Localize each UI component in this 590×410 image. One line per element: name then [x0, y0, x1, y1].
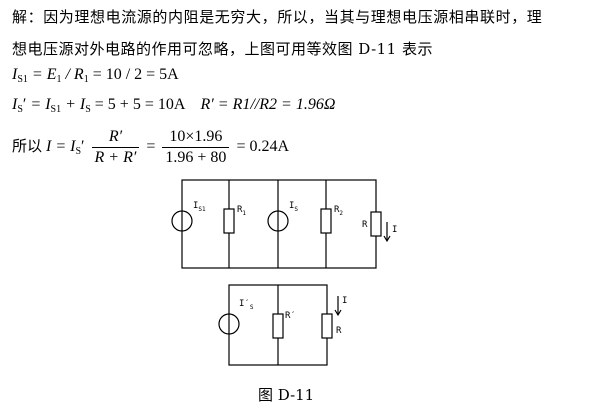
- resistor-r2-icon: [320, 208, 332, 234]
- eq3-equals: =: [146, 138, 156, 156]
- eq3-result: = 0.24A: [236, 138, 290, 156]
- label-r: R: [362, 220, 368, 230]
- current-arrow-2-icon: [334, 309, 342, 317]
- eq3-prefix: 所以: [12, 137, 43, 156]
- label-is-prime: I′S: [239, 299, 254, 311]
- resistor-r-icon: [370, 211, 382, 237]
- eq3-lhs-sub: S: [75, 146, 82, 158]
- circuit-2: [218, 284, 342, 366]
- equation-1: IS1 = E1 / R1 = 10 / 2 = 5A: [12, 66, 179, 85]
- circuit-1: [171, 179, 391, 269]
- eq2-d: R′ = R1//R2 = 1.96Ω: [200, 96, 336, 113]
- eq3-prime: ′: [81, 138, 85, 156]
- eq3-fraction-2: 10×1.96 1.96 + 80: [162, 128, 230, 167]
- eq3-frac1-numerator: R′: [91, 128, 140, 148]
- figure-caption: 图 D-11: [258, 386, 315, 404]
- eq1-lhs-sub: S1: [17, 74, 28, 85]
- eq3-lhs: I = I: [46, 138, 76, 156]
- label-current-2: I: [342, 296, 347, 306]
- label-is1: IS1: [193, 201, 206, 213]
- eq2-a-sub: S1: [50, 104, 62, 115]
- eq2-a: = I: [30, 96, 51, 113]
- eq3-frac1-denominator: R + R′: [94, 149, 137, 166]
- resistor-r1-icon: [223, 208, 235, 234]
- eq2-b: + I: [65, 96, 86, 113]
- label-r-prime: R′: [285, 311, 296, 321]
- current-arrow-1-icon: [383, 235, 391, 243]
- eq1-mid2: / R: [65, 66, 84, 83]
- label-current-1: I: [392, 225, 397, 235]
- eq2-prime: ′: [22, 96, 27, 113]
- paragraph-line-1: 解：因为理想电流源的内阻是无穷大，所以，当其与理想电压源相串联时，理: [12, 8, 543, 26]
- eq1-mid-sub: 1: [56, 74, 62, 85]
- eq1-rhs: = 10 / 2 = 5A: [92, 66, 179, 83]
- eq3-fraction-1: R′ R + R′: [91, 128, 140, 167]
- eq3-frac2-denominator: 1.96 + 80: [165, 149, 227, 166]
- eq2-lhs: I: [12, 96, 18, 113]
- eq1-mid: = E: [31, 66, 57, 83]
- eq1-mid2-sub: 1: [83, 74, 89, 85]
- paragraph-line-2: 想电压源对外电路的作用可忽略，上图可用等效图 D-11 表示: [12, 40, 433, 58]
- resistor-r-2-icon: [321, 313, 333, 339]
- equation-2: IS′ = IS1 + IS = 5 + 5 = 10A R′ = R1//R2…: [12, 96, 335, 115]
- eq3-frac2-numerator: 10×1.96: [162, 128, 230, 148]
- equation-3: 所以 I = IS′ R′ R + R′ = 10×1.96 1.96 + 80…: [12, 128, 289, 167]
- resistor-r-prime-icon: [272, 313, 284, 339]
- eq1-lhs: I: [12, 66, 18, 83]
- label-r2: R2: [334, 205, 343, 217]
- label-is: IS: [289, 201, 298, 213]
- label-r1: R1: [237, 205, 246, 217]
- eq2-b-sub: S: [85, 104, 91, 115]
- eq2-c: = 5 + 5 = 10A: [94, 96, 185, 113]
- label-r-2: R: [336, 326, 342, 336]
- eq2-lhs-sub: S: [17, 104, 23, 115]
